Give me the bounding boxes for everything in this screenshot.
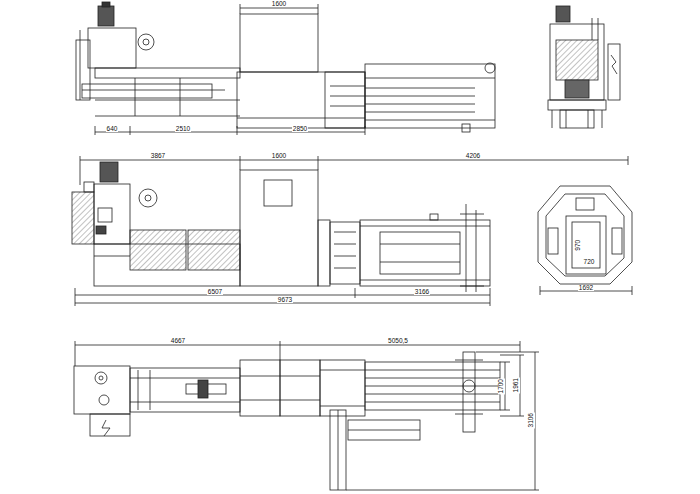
dimension-label: 640: [106, 126, 119, 133]
dimension-label: 3166: [414, 289, 430, 296]
end-view-lower: [538, 186, 632, 295]
dimension-label: 2510: [175, 126, 191, 133]
dimension-label: 3106: [528, 412, 535, 428]
end-view-upper: [548, 6, 620, 128]
dimension-label: 4667: [170, 338, 186, 345]
dimension-label: 970: [575, 239, 582, 252]
dimension-label: 720: [583, 259, 596, 266]
dimension-label: 1700: [498, 378, 505, 394]
dimension-label: 6507: [207, 289, 223, 296]
dimension-label: 9673: [277, 297, 293, 304]
side-view: [76, 2, 495, 135]
dimension-label: 1600: [271, 1, 287, 8]
dimension-label: 1692: [578, 285, 594, 292]
dimension-label: 4206: [465, 153, 481, 160]
dimension-label: 1600: [271, 153, 287, 160]
dimension-label: 3867: [150, 153, 166, 160]
dimension-label: 5050,5: [387, 338, 409, 345]
dimension-label: 1961: [513, 377, 520, 393]
dimension-label: 2850: [292, 126, 308, 133]
plan-view: [72, 156, 628, 306]
front-view: [74, 341, 539, 490]
